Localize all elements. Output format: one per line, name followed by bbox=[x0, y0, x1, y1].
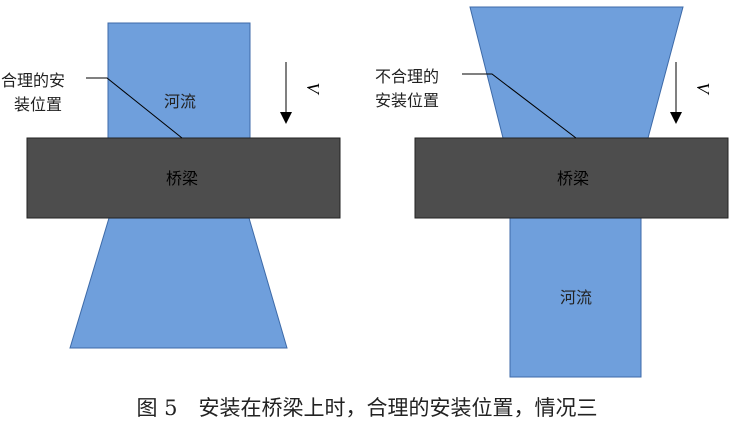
right-panel: 桥梁 河流 不合理的 安装位置 V bbox=[375, 6, 729, 378]
left-lower-river bbox=[69, 217, 288, 349]
left-panel: 河流 桥梁 合理的安 装位置 V bbox=[1, 22, 341, 349]
left-arrow-head bbox=[280, 112, 292, 124]
right-arrow-head bbox=[670, 112, 682, 124]
right-flow-symbol: V bbox=[693, 83, 713, 96]
left-flow-symbol: V bbox=[303, 83, 323, 96]
right-leader-line bbox=[462, 73, 577, 139]
left-flow-arrow: V bbox=[280, 62, 323, 124]
figure-caption: 图 5 安装在桥梁上时，合理的安装位置，情况三 bbox=[136, 396, 598, 420]
right-position-label-line1: 不合理的 bbox=[375, 67, 439, 86]
right-bridge bbox=[414, 137, 729, 219]
left-leader-line bbox=[86, 77, 183, 139]
right-bridge-label: 桥梁 bbox=[557, 169, 589, 188]
left-position-label-line1: 合理的安 bbox=[1, 71, 65, 90]
right-flow-arrow: V bbox=[670, 62, 713, 124]
left-river-label: 河流 bbox=[164, 92, 196, 111]
right-river-label: 河流 bbox=[560, 288, 592, 307]
right-position-label-line2: 安装位置 bbox=[375, 91, 439, 110]
left-upper-river bbox=[107, 22, 251, 139]
right-upper-river bbox=[469, 6, 684, 139]
left-bridge bbox=[26, 137, 341, 219]
left-bridge-label: 桥梁 bbox=[166, 169, 198, 188]
left-position-label-line2: 装位置 bbox=[14, 95, 62, 114]
